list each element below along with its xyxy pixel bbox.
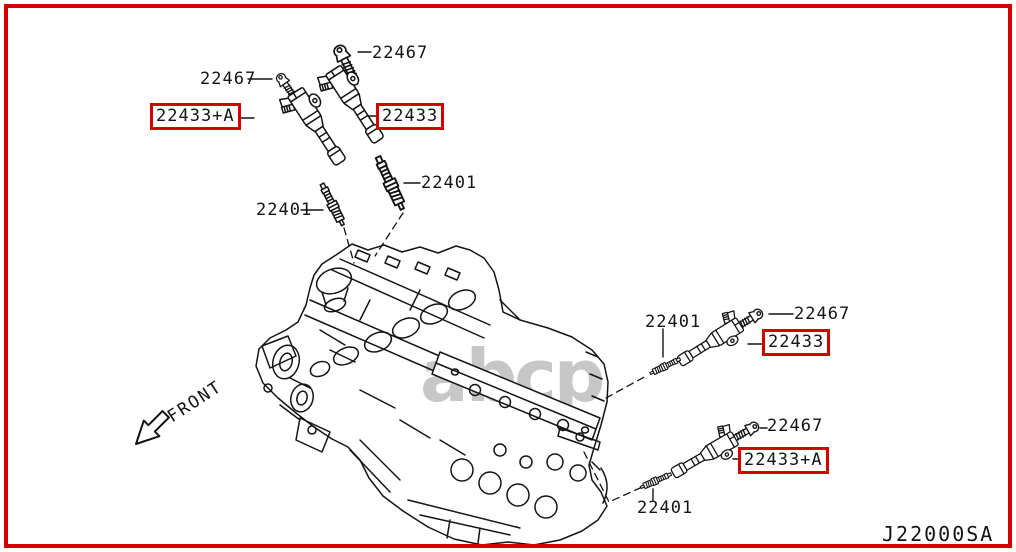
spark-plug-right-lower-icon xyxy=(638,470,674,492)
label-coil-mid-highlighted: 22433 xyxy=(376,103,445,130)
label-coil-right-lower-highlighted: 22433+A xyxy=(738,447,829,474)
label-bolt-top: 22467 xyxy=(372,43,429,63)
spark-plug-right-upper-icon xyxy=(648,355,683,378)
front-label: FRONT xyxy=(164,377,226,427)
label-bolt-right-lower: 22467 xyxy=(767,416,824,436)
label-coil-left-highlighted: 22433+A xyxy=(150,103,241,130)
label-bolt-right-upper: 22467 xyxy=(794,304,851,324)
front-arrow-icon xyxy=(135,410,170,445)
label-plug-mid: 22401 xyxy=(421,173,478,193)
drawing-code: J22000SA xyxy=(882,522,995,546)
front-direction-marker: FRONT xyxy=(135,377,226,445)
label-bolt-left: 22467 xyxy=(200,69,257,89)
label-coil-right-upper-highlighted: 22433 xyxy=(762,329,831,356)
spark-plug-mid-icon xyxy=(371,153,409,213)
label-plug-left: 22401 xyxy=(256,200,313,220)
assembly-dashed-lines xyxy=(343,212,649,503)
spark-plug-left-icon xyxy=(316,180,349,229)
label-plug-right-lower: 22401 xyxy=(637,498,694,518)
label-plug-right-upper: 22401 xyxy=(645,312,702,332)
engine-block-drawing xyxy=(255,243,609,546)
ignition-coil-right-lower-icon xyxy=(663,420,745,487)
